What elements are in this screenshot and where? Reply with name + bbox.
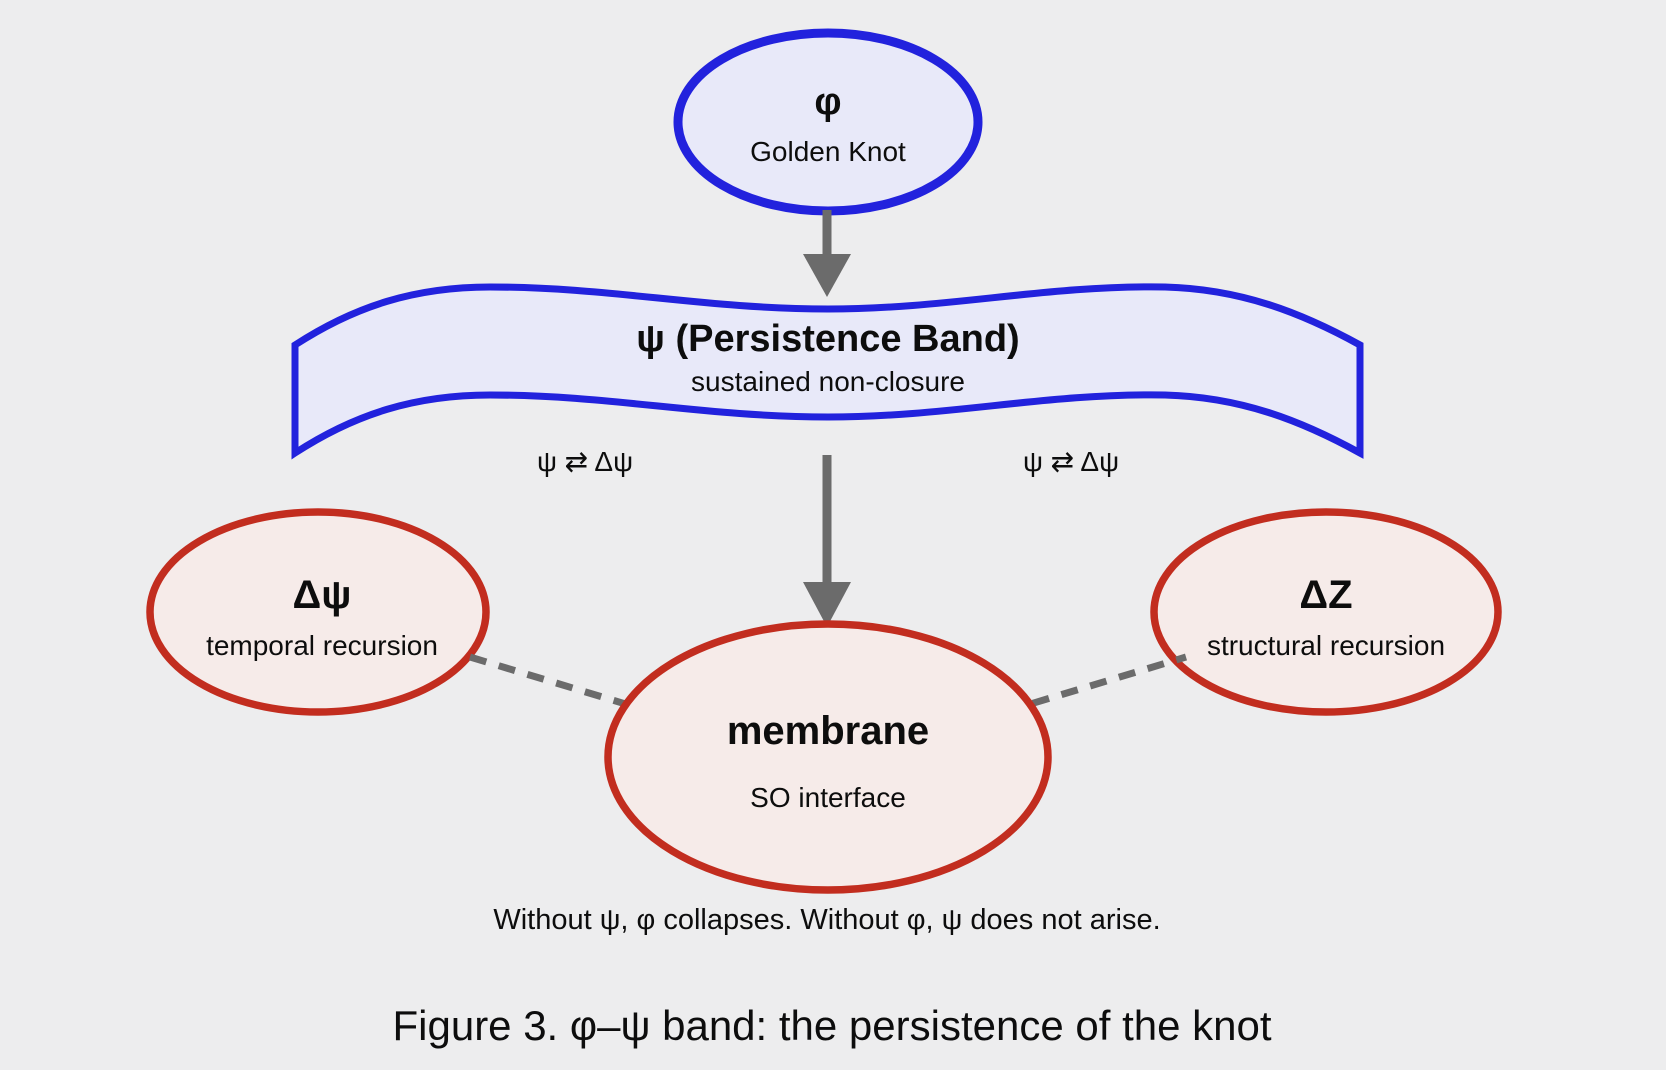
delta-z-ellipse — [1150, 508, 1502, 716]
psi-exchange-label-left: ψ ⇄ Δψ — [537, 446, 633, 477]
phi-node: φ Golden Knot — [673, 28, 983, 216]
arrow-phi-to-band — [803, 210, 851, 297]
membrane-ellipse — [604, 620, 1052, 894]
delta-z-node: ΔZ structural recursion — [1150, 508, 1502, 716]
band-subtitle: sustained non-closure — [691, 366, 965, 397]
phi-symbol-label: φ — [814, 81, 841, 123]
footnote: Without ψ, φ collapses. Without φ, ψ doe… — [493, 904, 1160, 936]
delta-z-symbol-label: ΔZ — [1299, 573, 1352, 617]
delta-psi-symbol-label: Δψ — [293, 573, 352, 617]
dashed-link-left — [468, 653, 654, 716]
arrow-band-to-membrane-head — [803, 582, 851, 627]
arrow-phi-to-band-head — [803, 254, 851, 297]
membrane-node: membrane SO interface — [604, 620, 1052, 894]
delta-z-subtitle: structural recursion — [1207, 630, 1445, 661]
membrane-subtitle: SO interface — [750, 782, 906, 813]
persistence-band-shape — [291, 283, 1364, 460]
persistence-band-node: ψ (Persistence Band) sustained non-closu… — [291, 283, 1364, 460]
delta-psi-subtitle: temporal recursion — [206, 630, 438, 661]
psi-exchange-label-right: ψ ⇄ Δψ — [1023, 446, 1119, 477]
arrow-band-to-membrane — [803, 455, 851, 627]
delta-psi-node: Δψ temporal recursion — [146, 508, 490, 716]
delta-psi-ellipse — [146, 508, 490, 716]
dashed-link-right — [1002, 653, 1188, 716]
phi-subtitle: Golden Knot — [750, 136, 906, 167]
membrane-title: membrane — [727, 709, 929, 753]
figure-caption: Figure 3. φ–ψ band: the persistence of t… — [392, 1002, 1271, 1049]
band-title: ψ (Persistence Band) — [636, 318, 1019, 360]
